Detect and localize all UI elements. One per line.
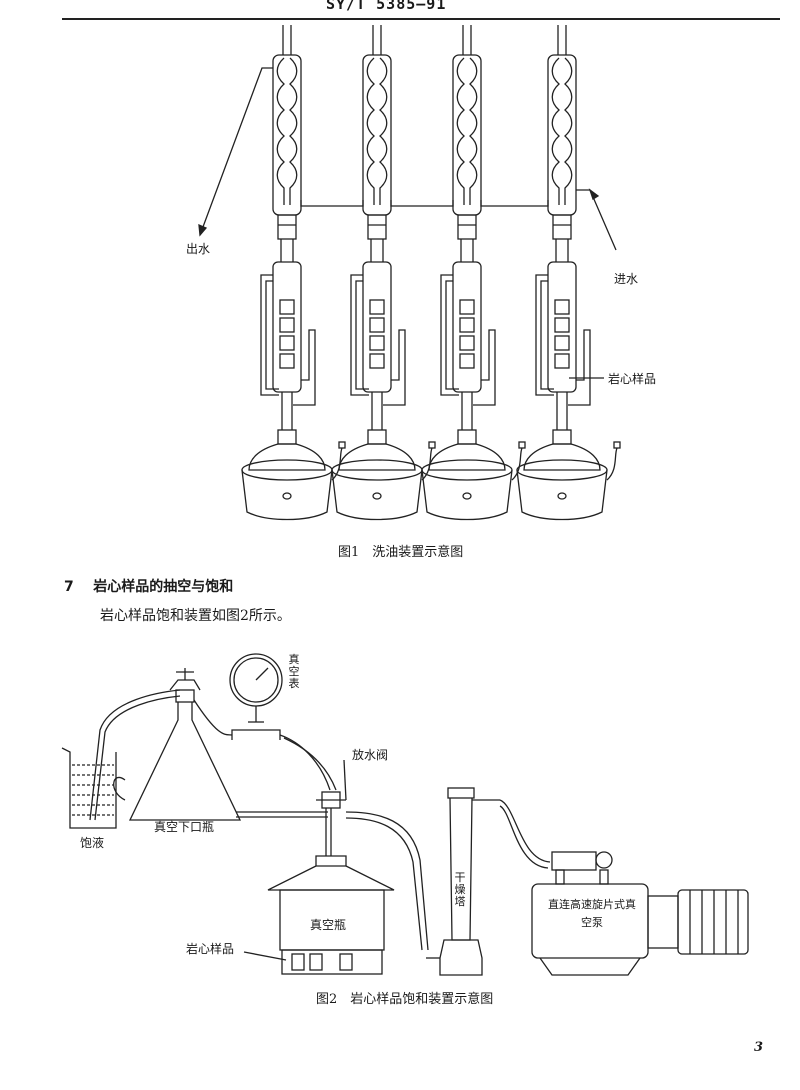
figure-1-caption: 图1 洗油装置示意图 [338, 545, 464, 560]
vacuum-gauge-label: 真空表 [288, 653, 300, 690]
drain-valve-label: 放水阀 [352, 748, 389, 762]
vacuum-pump-label: 直连高速旋片式真空泵 [548, 898, 636, 929]
vacuum-bottle-label: 真空瓶 [310, 918, 347, 932]
section-heading: 7 岩心样品的抽空与饱和 [64, 576, 233, 596]
saturating-liquid-label: 饱液 [80, 836, 105, 850]
water-in-label: 进水 [614, 272, 639, 286]
drain-valve [316, 759, 347, 856]
vacuum-gauge [229, 653, 283, 740]
header-rule [62, 18, 780, 20]
figure-2: 真空表 放水阀 真空下口瓶 饱液 干燥塔 直连高速旋片式真空泵 真空瓶 岩心样品… [61, 653, 749, 1007]
section-number: 7 [64, 579, 74, 595]
figure-2-caption: 图2 岩心样品饱和装置示意图 [316, 992, 494, 1007]
section-paragraph: 岩心样品饱和装置如图2所示。 [100, 608, 291, 624]
drying-tower [426, 787, 551, 976]
page-header: SY/T 5385—91 [0, 0, 800, 22]
figure-1-drawing [198, 24, 621, 521]
drying-tower-label: 干燥塔 [454, 871, 466, 908]
section-title: 岩心样品的抽空与饱和 [93, 579, 234, 595]
figure-2-drawing [61, 653, 749, 976]
beaker [61, 747, 117, 829]
vacuum-pump [531, 851, 749, 976]
core-sample-label-fig1: 岩心样品 [608, 372, 657, 386]
figure-1: 出水 进水 岩心样品 图1 洗油装置示意图 [186, 24, 657, 560]
standard-number: SY/T 5385—91 [326, 0, 447, 13]
core-sample-label-fig2: 岩心样品 [186, 942, 235, 956]
vacuum-bottle [267, 855, 395, 975]
lower-outlet-flask-label: 真空下口瓶 [154, 820, 215, 834]
lower-outlet-flask [113, 668, 328, 821]
water-out-label: 出水 [186, 242, 211, 256]
page-number: 3 [754, 1040, 764, 1055]
